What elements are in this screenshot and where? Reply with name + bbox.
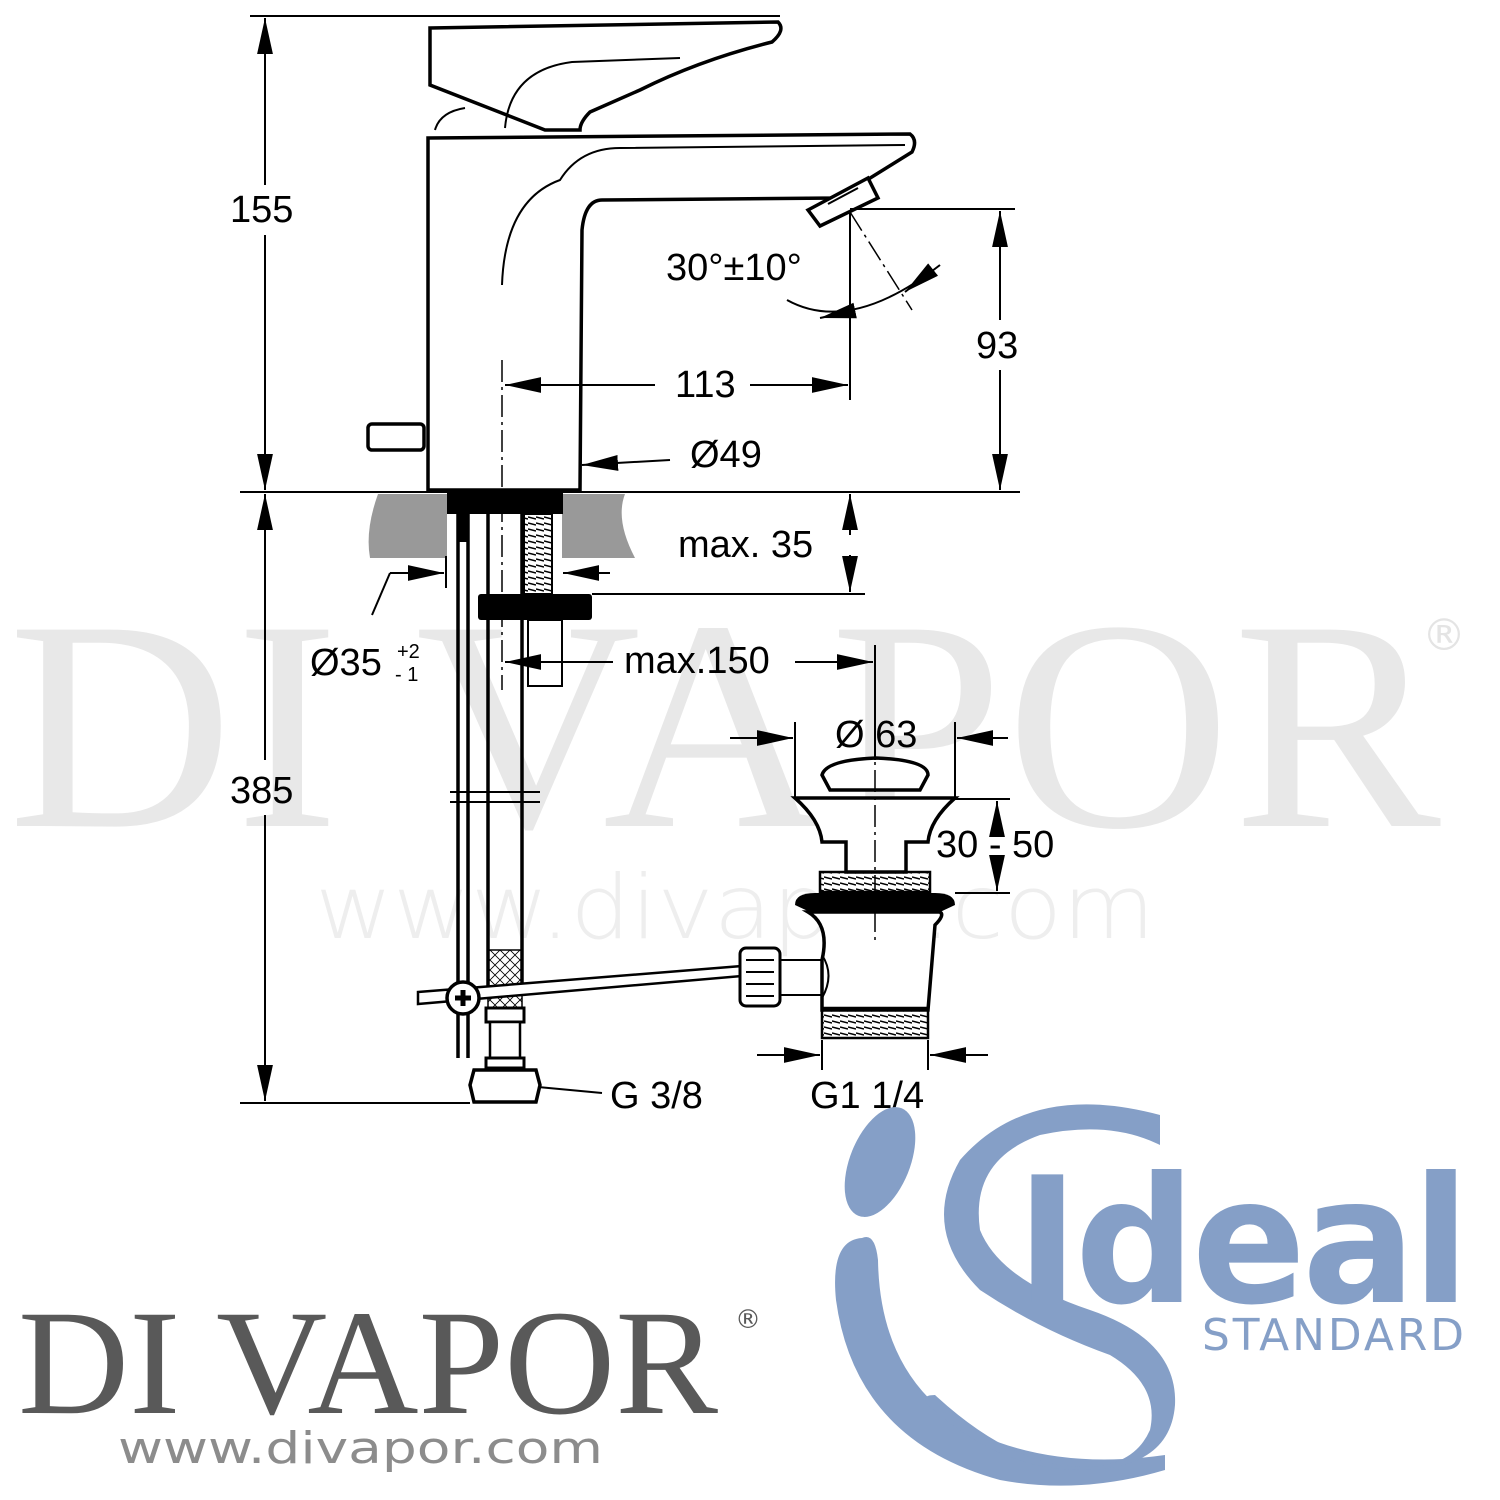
label-waste-thread: G1 1/4 (810, 1075, 924, 1117)
label-spout-reach: 113 (675, 364, 736, 406)
logo-dot-icon (844, 1107, 916, 1217)
divapor-logo-text: DI VAPOR (18, 1280, 718, 1446)
logo-ideal-text: Ideal (1016, 1141, 1466, 1344)
label-hole-diameter: Ø35 (310, 642, 382, 684)
label-rod-offset: max.150 (624, 640, 770, 682)
logo-s-icon (925, 1104, 1176, 1470)
label-spray-angle: 30°±10° (666, 247, 802, 289)
divapor-registered-mark: ® (735, 1305, 761, 1335)
divapor-url: www.divapor.com (118, 1423, 603, 1474)
label-hole-tolerance-minus: - 1 (395, 664, 418, 686)
label-hose-thread: G 3/8 (610, 1075, 703, 1117)
label-total-height: 155 (230, 189, 293, 231)
watermark: DI VAPOR ® www.divapor.com (8, 559, 1466, 959)
label-spout-height: 93 (976, 325, 1018, 367)
label-hole-tolerance-plus: +2 (397, 641, 420, 663)
divapor-logo: DI VAPOR ® www.divapor.com (18, 1280, 761, 1474)
watermark-url: www.divapor.com (315, 856, 1155, 959)
watermark-text: DI VAPOR (8, 559, 1443, 891)
dimension-labels: 155 93 113 30°±10° Ø49 max. 35 Ø35 +2 - … (230, 189, 1054, 1117)
watermark-registered: ® (1422, 610, 1466, 661)
label-waste-diameter: Ø 63 (835, 714, 917, 756)
dimension-lines (240, 15, 1020, 1104)
label-body-diameter: Ø49 (690, 434, 762, 476)
label-hose-length: 385 (230, 770, 293, 812)
ideal-standard-logo: Ideal STANDARD (835, 1104, 1470, 1486)
countertop (368, 494, 635, 558)
pop-up-waste (738, 700, 960, 1040)
logo-swoosh-icon (835, 1236, 1165, 1486)
label-waste-height: 30 - 50 (936, 824, 1054, 866)
label-deck-thickness: max. 35 (678, 524, 813, 566)
logo-standard-text: STANDARD (1202, 1310, 1467, 1361)
faucet-body (366, 20, 917, 1104)
